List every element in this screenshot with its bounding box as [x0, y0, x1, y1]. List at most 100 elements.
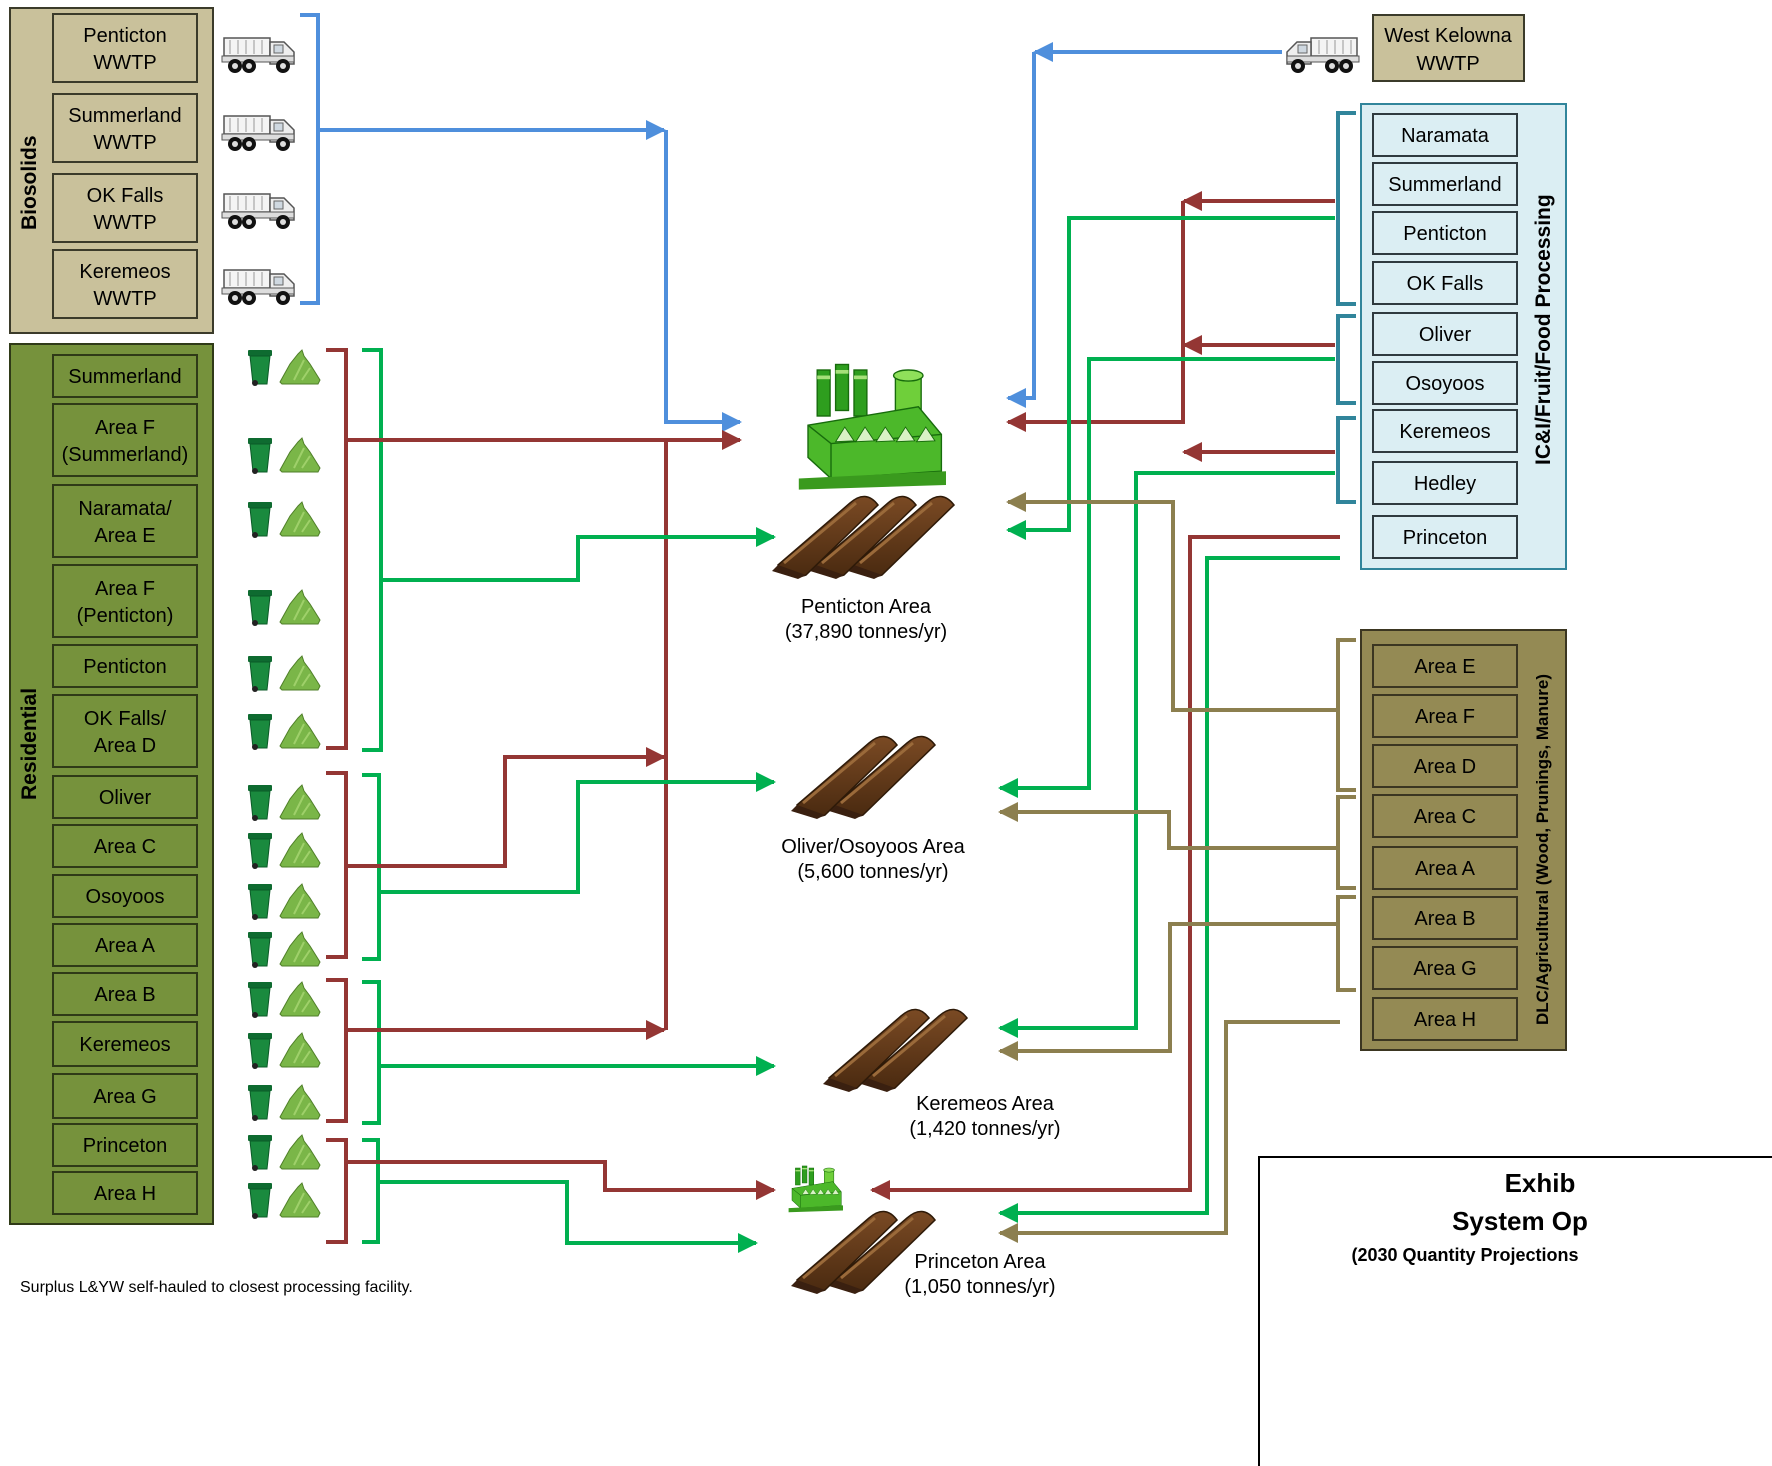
green-cart-icon — [248, 932, 272, 968]
ici-source-box: Penticton — [1373, 212, 1517, 254]
yard-waste-bag-icon — [280, 982, 320, 1016]
ici-label: IC&I/Fruit/Food Processing — [1532, 194, 1555, 465]
west-kelowna-line2: WWTP — [1416, 53, 1479, 75]
residential-source-box-label: Area C — [94, 836, 156, 858]
yard-waste-bag-icon — [280, 1085, 320, 1119]
residential-source-box-line2: Area E — [94, 525, 155, 547]
dlc-source-box: Area G — [1373, 947, 1517, 989]
dlc-source-box-label: Area B — [1414, 908, 1475, 930]
residential-source-box-line2: (Penticton) — [77, 605, 174, 627]
yard-waste-bag-icon — [280, 590, 320, 624]
ici-source-box: Summerland — [1373, 163, 1517, 205]
princeton-area-quantity: (1,050 tonnes/yr) — [904, 1276, 1055, 1298]
factory-icon — [799, 364, 946, 489]
dlc-label: DLC/Agricultural (Wood, Prunings, Manure… — [1533, 674, 1552, 1025]
ici-source-box: Oliver — [1373, 313, 1517, 355]
residential-source-box: Area F(Summerland) — [53, 404, 197, 476]
ici-source-box-label: Naramata — [1401, 125, 1490, 147]
green-cart-icon — [248, 656, 272, 692]
green-cart-icon — [248, 714, 272, 750]
biosolids-source-box-line1: OK Falls — [87, 185, 164, 207]
ici-source-box-label: Oliver — [1419, 324, 1472, 346]
residential-source-box-label: Area H — [94, 1183, 156, 1205]
ici-source-box-label: OK Falls — [1407, 273, 1484, 295]
red-flows — [346, 201, 1340, 1190]
residential-source-box-line1: Area F — [95, 417, 155, 439]
ici-source-box-label: Summerland — [1388, 174, 1501, 196]
exhibit-title: Exhib — [1505, 1168, 1576, 1198]
residential-source-box-label: Area G — [93, 1086, 156, 1108]
green-cart-icon — [248, 350, 272, 386]
ici-source-box-label: Hedley — [1414, 473, 1476, 495]
princeton-area-name: Princeton Area — [914, 1251, 1046, 1273]
ici-panel: IC&I/Fruit/Food Processing NaramataSumme… — [1361, 104, 1566, 569]
green-cart-icon — [248, 438, 272, 474]
residential-source-box-label: Osoyoos — [86, 886, 165, 908]
dump-truck-icon — [222, 270, 294, 305]
residential-source-box: Area F(Penticton) — [53, 565, 197, 637]
green-cart-icon — [248, 833, 272, 869]
biosolids-source-box-line2: WWTP — [93, 212, 156, 234]
ici-source-box-label: Osoyoos — [1406, 373, 1485, 395]
residential-source-box: Area G — [53, 1074, 197, 1118]
biosolids-source-box-line2: WWTP — [93, 52, 156, 74]
ici-source-box-label: Penticton — [1403, 223, 1486, 245]
dlc-panel: DLC/Agricultural (Wood, Prunings, Manure… — [1361, 630, 1566, 1050]
yard-waste-bag-icon — [280, 785, 320, 819]
ici-source-box: Hedley — [1373, 462, 1517, 504]
dlc-source-box-label: Area G — [1413, 958, 1476, 980]
dlc-source-box-label: Area H — [1414, 1009, 1476, 1031]
residential-source-box: OK Falls/Area D — [53, 695, 197, 767]
residential-panel: Residential SummerlandArea F(Summerland)… — [10, 344, 213, 1224]
yard-waste-bag-icon — [280, 438, 320, 472]
biosolids-source-box: PentictonWWTP — [53, 14, 197, 82]
green-cart-icon — [248, 884, 272, 920]
dlc-source-box: Area E — [1373, 645, 1517, 687]
oliver-osoyoos-area-quantity: (5,600 tonnes/yr) — [797, 861, 948, 883]
dump-truck-icon — [1287, 38, 1359, 73]
yard-waste-bag-icon — [280, 1183, 320, 1217]
ici-source-box-label: Princeton — [1403, 527, 1488, 549]
residential-source-box: Area H — [53, 1172, 197, 1214]
biosolids-bracket — [300, 15, 318, 303]
dlc-source-box: Area B — [1373, 897, 1517, 939]
residential-source-box: Area C — [53, 825, 197, 867]
dump-truck-icon — [222, 116, 294, 151]
residential-source-box-label: Summerland — [68, 366, 181, 388]
biosolids-source-box-line1: Keremeos — [79, 261, 170, 283]
green-cart-icon — [248, 502, 272, 538]
biosolids-source-box-line2: WWTP — [93, 132, 156, 154]
residential-source-box: Penticton — [53, 645, 197, 687]
yard-waste-bag-icon — [280, 1033, 320, 1067]
residential-source-box-label: Area B — [94, 984, 155, 1006]
residential-brackets — [326, 350, 381, 1242]
residential-source-box-line1: Naramata/ — [78, 498, 172, 520]
biosolids-source-box-line1: Penticton — [83, 25, 166, 47]
penticton-area-name: Penticton Area — [801, 596, 932, 618]
residential-source-box: Naramata/Area E — [53, 485, 197, 557]
west-kelowna-source: West Kelowna WWTP — [1373, 15, 1524, 81]
penticton-area-quantity: (37,890 tonnes/yr) — [785, 621, 947, 643]
ici-source-box: Keremeos — [1373, 410, 1517, 452]
factory-icon — [789, 1166, 843, 1212]
exhibit-projection: (2030 Quantity Projections — [1351, 1245, 1578, 1265]
residential-source-box: Area A — [53, 924, 197, 966]
dlc-source-box-label: Area C — [1414, 806, 1476, 828]
residential-source-box: Oliver — [53, 776, 197, 818]
residential-label: Residential — [18, 688, 41, 800]
exhibit-title-block: Exhib System Op (2030 Quantity Projectio… — [1259, 1157, 1772, 1466]
ici-source-box-label: Keremeos — [1399, 421, 1490, 443]
biosolids-label: Biosolids — [18, 135, 41, 230]
dlc-source-box-label: Area D — [1414, 756, 1476, 778]
residential-source-box-label: Oliver — [99, 787, 152, 809]
footnote: Surplus L&YW self-hauled to closest proc… — [20, 1279, 413, 1296]
green-cart-icon — [248, 1033, 272, 1069]
dlc-source-box: Area H — [1373, 998, 1517, 1040]
residential-source-box-label: Keremeos — [79, 1034, 170, 1056]
residential-source-box-label: Area A — [95, 935, 156, 957]
keremeos-area-quantity: (1,420 tonnes/yr) — [909, 1118, 1060, 1140]
dlc-source-box: Area F — [1373, 695, 1517, 737]
